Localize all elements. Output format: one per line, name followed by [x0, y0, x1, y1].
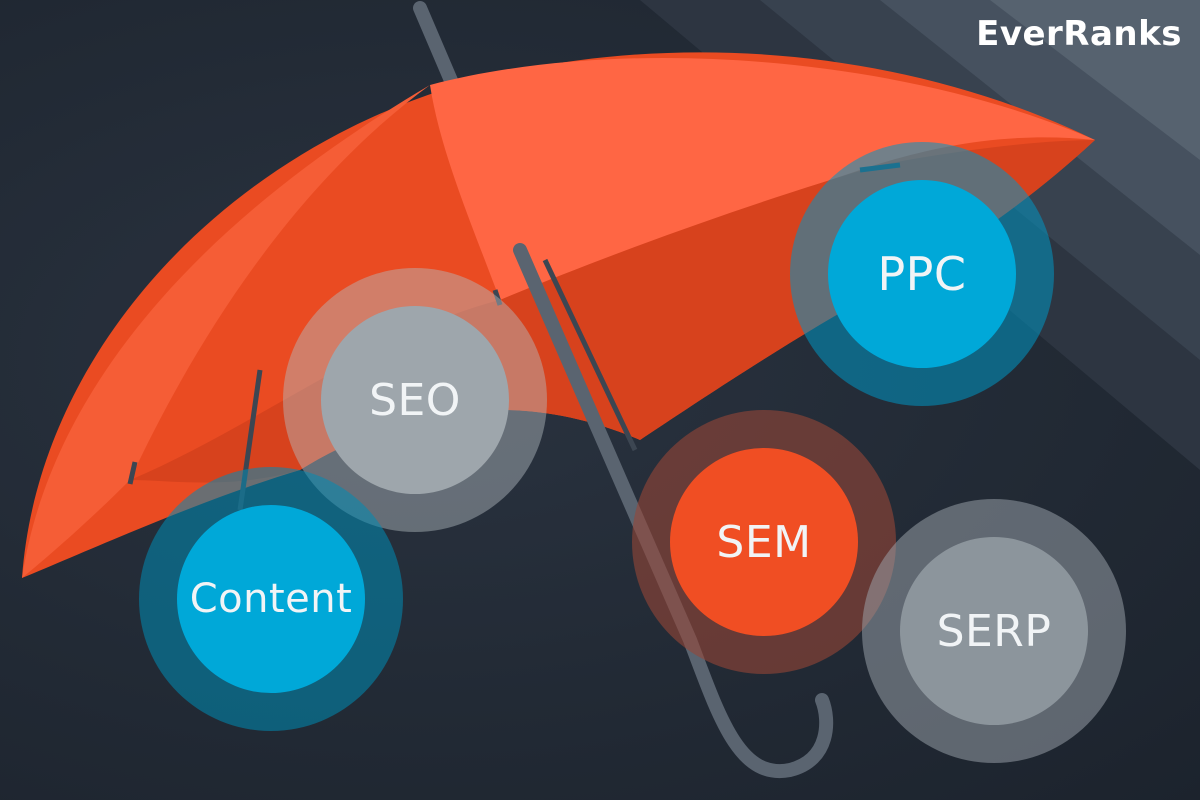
serp-label-circle: SERP: [900, 537, 1088, 725]
sem-label-circle: SEM: [670, 448, 858, 636]
everranks-logo: EverRanks: [976, 14, 1182, 54]
ppc-label-circle: PPC: [828, 180, 1016, 368]
content-label-circle: Content: [177, 505, 365, 693]
seo-label: SEO: [369, 374, 461, 426]
content-label: Content: [189, 576, 353, 622]
sem-label: SEM: [716, 516, 812, 568]
serp-label: SERP: [936, 605, 1052, 657]
seo-label-circle: SEO: [321, 306, 509, 494]
ppc-label: PPC: [877, 247, 967, 301]
